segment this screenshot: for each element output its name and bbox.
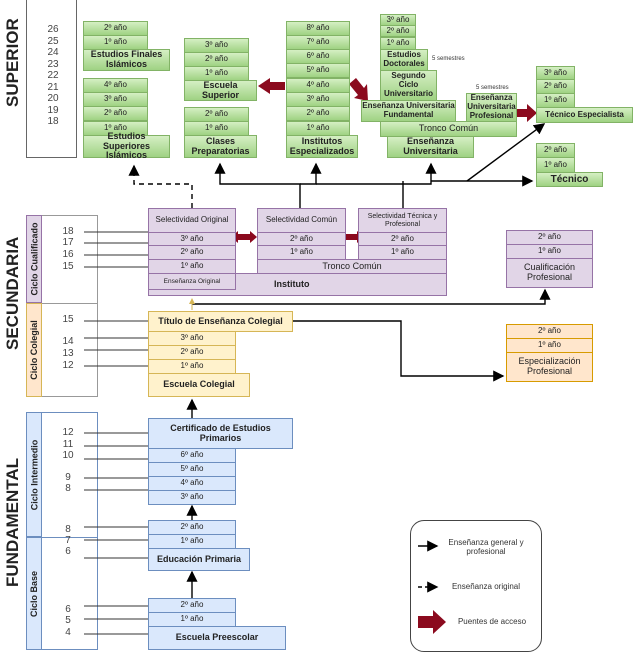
bridge-arrow-icon	[418, 610, 446, 634]
selectividad-original: Selectividad Original	[148, 208, 236, 233]
institutos-year-6: 6º año	[286, 49, 350, 64]
age-tick-lines	[84, 231, 148, 635]
islamicos-year-2: 2º año	[83, 106, 148, 121]
age: 6	[65, 604, 71, 615]
age: 12	[62, 427, 74, 438]
certificado-estudios-primarios: Certificado de Estudios Primarios	[148, 418, 293, 449]
dashed-original-path	[128, 164, 193, 208]
cycle-intermedio: Ciclo Intermedio	[26, 412, 42, 537]
age: 26	[47, 24, 59, 35]
ensenanza-universitaria-profesional: Enseñanza Universitaria Profesional	[466, 93, 517, 122]
age: 15	[62, 314, 74, 325]
comun-to-superior-path	[214, 162, 301, 208]
age: 21	[47, 82, 59, 93]
age: 4	[65, 627, 71, 638]
age: 11	[62, 439, 74, 450]
escuela-colegial: Escuela Colegial	[148, 373, 250, 397]
institutos-year-2: 2º año	[286, 106, 350, 121]
age: 6	[65, 546, 71, 557]
tecnico: Técnico	[536, 172, 603, 187]
bridge-arrow-icon	[517, 104, 537, 122]
original-year-1: 1º año	[148, 259, 236, 274]
age: 23	[47, 59, 59, 70]
age: 13	[62, 348, 74, 359]
cualificacion-profesional: Cualificación Profesional	[506, 258, 593, 288]
institutos-especializados: Institutos Especializados	[286, 135, 358, 158]
intermedio-year-3: 3º año	[148, 490, 236, 505]
tecnico-especialista: Técnico Especialista	[536, 107, 633, 123]
age: 17	[62, 237, 74, 248]
age: 20	[47, 93, 59, 104]
profesional-duration: 5 semestres	[476, 85, 509, 91]
ensenanza-universitaria-fundamental: Enseñanza Universitaria Fundamental	[361, 100, 456, 122]
age: 12	[62, 360, 74, 371]
age: 25	[47, 36, 59, 47]
secundaria-tronco-comun: Tronco Común	[257, 259, 447, 274]
age: 18	[62, 226, 74, 237]
instituto-to-cualificacion-path	[192, 288, 551, 305]
legend-original: Enseñanza original	[451, 582, 521, 591]
legend	[410, 520, 542, 652]
age: 8	[65, 524, 71, 535]
doctorales-year-2: 2º año	[380, 25, 416, 37]
legend-general: Enseñanza general y profesional	[448, 538, 524, 556]
doctorales-duration: 5 semestres	[432, 56, 465, 62]
age: 15	[62, 261, 74, 272]
age: 18	[47, 116, 59, 127]
age: 8	[65, 483, 71, 494]
selectividad-comun: Selectividad Común	[257, 208, 346, 233]
estudios-superiores-islamicos: Estudios Superiores Islámicos	[83, 131, 170, 160]
especializacion-profesional: Especialización Profesional	[506, 352, 593, 382]
bridge-arrow-icon	[258, 78, 285, 94]
selectividad-tecnica-profesional: Selectividad Técnica y Profesional	[358, 208, 447, 233]
age: 5	[65, 615, 71, 626]
age: 19	[47, 105, 59, 116]
superior-age-panel	[26, 0, 77, 158]
cycle-cualificado: Ciclo Cualificado	[26, 215, 42, 303]
age: 14	[62, 336, 74, 347]
escuela-preescolar: Escuela Preescolar	[148, 626, 286, 650]
age: 7	[65, 535, 71, 546]
age: 10	[62, 450, 74, 461]
educacion-primaria: Educación Primaria	[148, 548, 250, 571]
segundo-ciclo-universitario: Segundo Ciclo Universitario	[380, 70, 437, 101]
bridge-arrow-icon	[349, 78, 368, 101]
age: 22	[47, 70, 59, 81]
escuela-superior: Escuela Superior	[184, 80, 257, 101]
ensenanza-universitaria: Enseñanza Universitaria	[387, 136, 474, 158]
legend-puentes: Puentes de acceso	[457, 617, 527, 626]
titulo-to-especializacion-path	[293, 320, 505, 382]
age: 9	[65, 472, 71, 483]
age: 16	[62, 249, 74, 260]
institutos-year-5: 5º año	[286, 63, 350, 78]
age: 24	[47, 47, 59, 58]
clases-preparatorias: Clases Preparatorias	[184, 135, 257, 158]
cycle-colegial: Ciclo Colegial	[26, 303, 42, 397]
cycle-base: Ciclo Base	[26, 537, 42, 650]
bridge-double-arrow-icon	[231, 231, 257, 243]
estudios-finales-islamicos: Estudios Finales Islámicos	[83, 49, 170, 71]
